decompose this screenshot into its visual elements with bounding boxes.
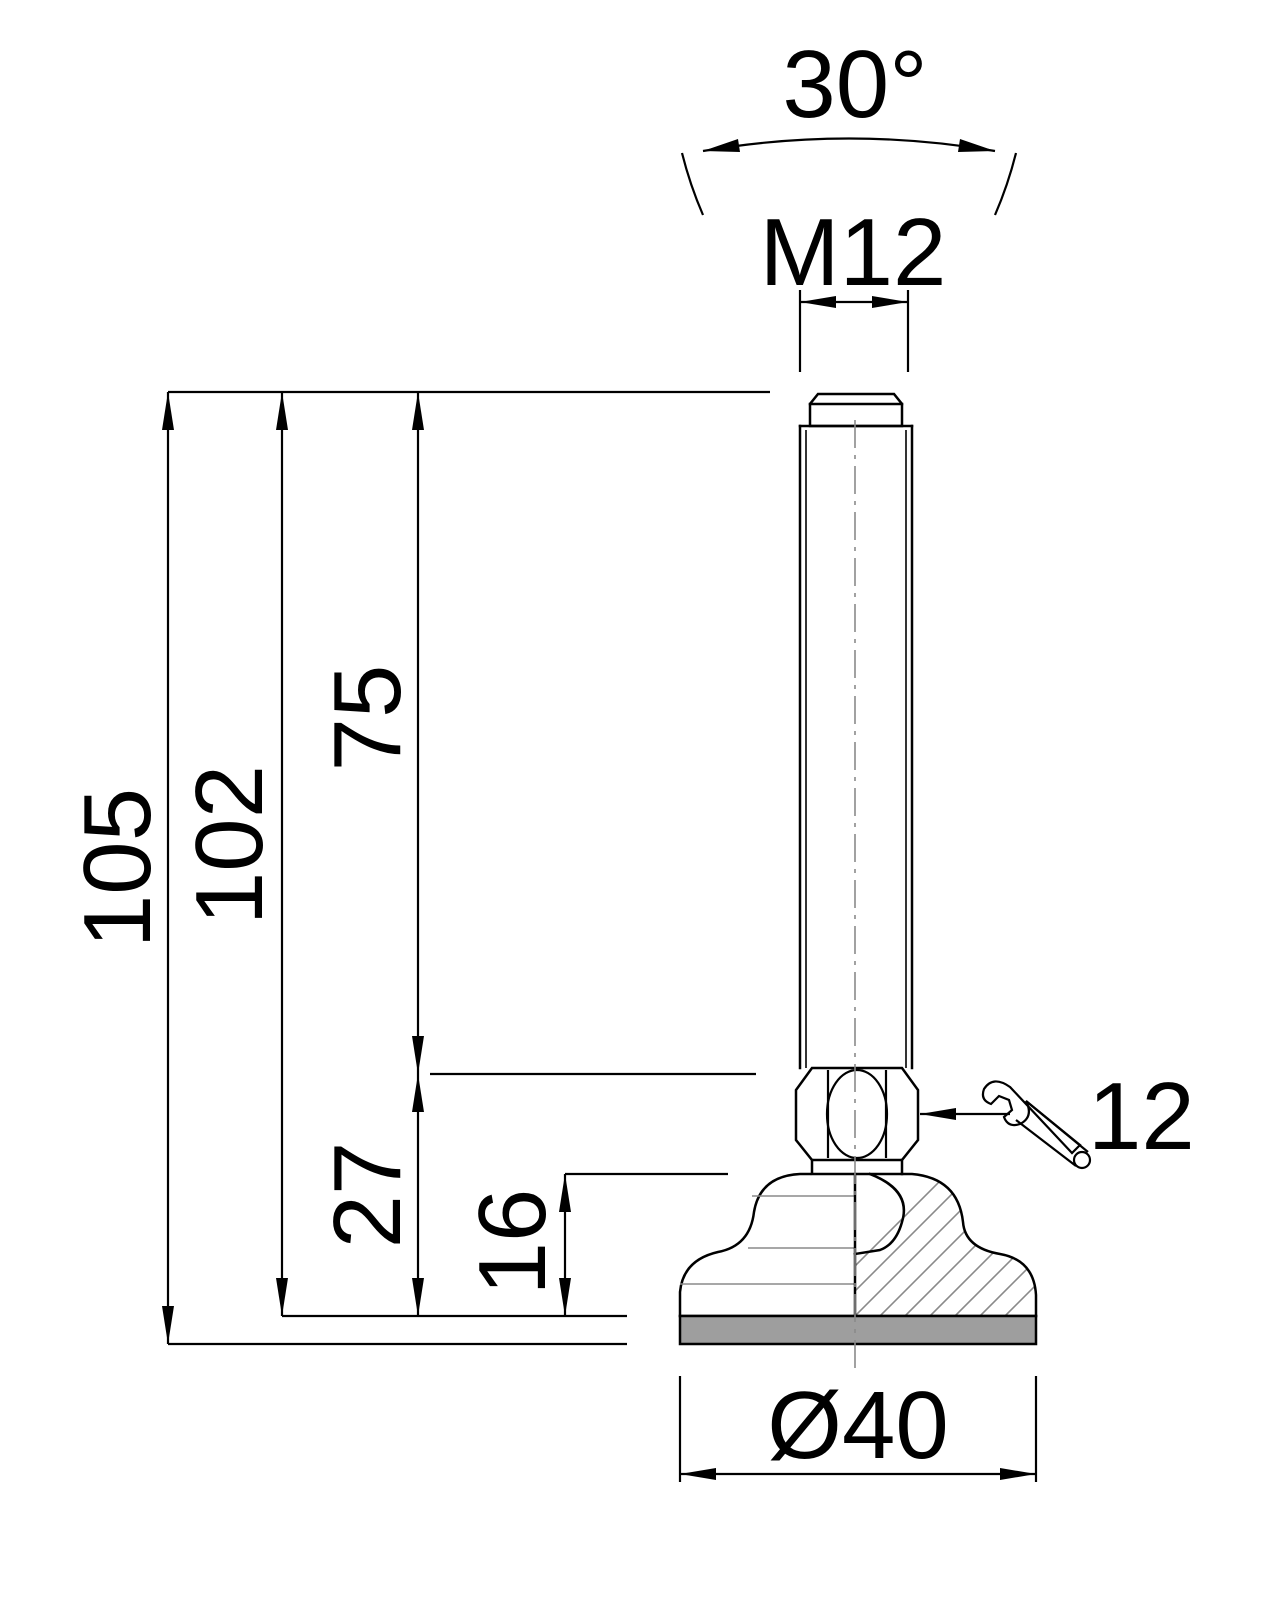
hex-nut [794,1066,920,1176]
overall-height-label: 105 [64,788,171,948]
threaded-stud [798,392,914,1070]
base-diameter-label: Ø40 [767,1372,948,1479]
wrench-size-label: 12 [1088,1063,1195,1170]
angle-label: 30° [782,31,927,138]
rubber-pad [678,1314,1038,1346]
base-diameter-dimension: Ø40 [678,1372,1038,1482]
angle-dimension: 30° [680,31,1018,216]
thread-length-label: 75 [314,665,421,772]
base-foot [678,1172,1038,1318]
wrench-icon [981,1080,1092,1170]
wrench-callout: 12 [920,1063,1195,1170]
vertical-dimensions: 105 102 75 27 16 [64,390,770,1346]
adjust-height-label: 27 [314,1142,421,1249]
thread-size-label: M12 [760,199,947,306]
height-to-foot-label: 102 [176,765,283,925]
section-hatch [855,1174,1036,1316]
base-height-label: 16 [459,1189,566,1296]
thread-size-dimension: M12 [760,199,947,372]
